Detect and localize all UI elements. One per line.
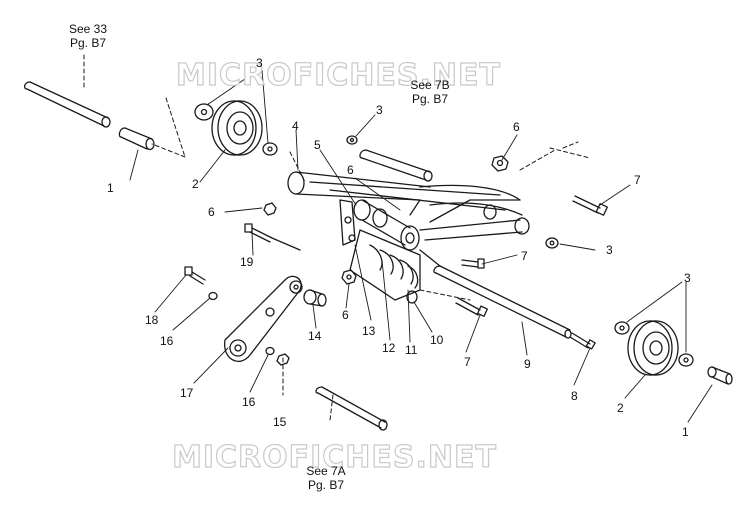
torsion-spring <box>349 229 421 304</box>
lower-arm <box>224 275 303 362</box>
sleeve-upper <box>359 149 433 182</box>
washer-16-lower <box>265 346 275 356</box>
spacer-right <box>707 366 733 385</box>
callout-label: 7 <box>521 249 528 263</box>
lower-shaft <box>315 386 388 431</box>
shaft-upper-left <box>23 81 111 128</box>
callout-label: 7 <box>634 173 641 187</box>
callout-label: 6 <box>342 308 349 322</box>
washer-left-2 <box>262 142 278 156</box>
callout-label: 3 <box>256 56 263 70</box>
callout-label: 18 <box>145 313 159 327</box>
bracket-center <box>339 199 356 246</box>
washer-16-upper <box>208 291 218 301</box>
reference-top-center-line1: See 7B <box>410 78 450 92</box>
bolt-8 <box>569 332 596 350</box>
callout-label: 1 <box>107 181 114 195</box>
reference-top-center: See 7B Pg. B7 <box>400 78 460 106</box>
callout-label: 4 <box>292 119 299 133</box>
bolt-7-mid <box>461 258 485 269</box>
callout-label: 17 <box>180 386 194 400</box>
callout-label: 3 <box>376 103 383 117</box>
callout-label: 6 <box>208 205 215 219</box>
bolt-7-lower <box>455 297 488 317</box>
callout-label: 1 <box>682 425 689 439</box>
nut-15 <box>276 353 290 366</box>
upper-link-right <box>419 199 530 241</box>
reference-top-left-line2: Pg. B7 <box>69 36 107 50</box>
callout-leaders <box>129 69 713 423</box>
callout-label: 11 <box>405 343 418 357</box>
callout-label: 16 <box>242 395 256 409</box>
leader-lines <box>83 54 591 421</box>
nut-6-center <box>341 269 357 285</box>
washer-3-right <box>545 237 559 249</box>
reference-top-left-line1: See 33 <box>68 22 108 36</box>
reference-bottom-line2: Pg. B7 <box>307 478 345 492</box>
watermark-bottom: MICROFICHES.NET <box>171 439 497 475</box>
nut-6-left <box>263 202 277 216</box>
washer-left <box>194 103 214 121</box>
callout-label: 5 <box>314 138 321 152</box>
washer-right-inner <box>678 353 694 367</box>
reference-top-left: See 33 Pg. B7 <box>58 22 118 50</box>
bolt-19 <box>244 223 301 251</box>
wheel-right <box>627 320 679 376</box>
callout-label: 14 <box>308 329 322 343</box>
callout-label: 12 <box>382 341 396 355</box>
callout-label: 3 <box>606 243 613 257</box>
callout-label: 9 <box>524 357 531 371</box>
washer-3-top <box>346 135 358 145</box>
callout-label: 6 <box>513 120 520 134</box>
callout-label: 2 <box>617 401 624 415</box>
callout-label: 7 <box>464 355 471 369</box>
callout-label: 19 <box>240 255 254 269</box>
washer-right-outer <box>614 321 630 335</box>
wheel-left <box>211 100 263 156</box>
reference-bottom-line1: See 7A <box>306 464 346 478</box>
callout-label: 8 <box>571 389 578 403</box>
callout-label: 3 <box>684 271 691 285</box>
reference-bottom: See 7A Pg. B7 <box>296 464 356 492</box>
bolt-18 <box>184 266 206 285</box>
callout-label: 13 <box>362 324 376 338</box>
rear-shaft <box>419 249 572 339</box>
watermark-top: MICROFICHES.NET <box>175 57 501 93</box>
callout-label: 16 <box>160 334 174 348</box>
callout-label: 6 <box>347 163 354 177</box>
reference-top-center-line2: Pg. B7 <box>411 92 449 106</box>
callout-label: 10 <box>430 333 444 347</box>
pivot-center <box>353 199 420 251</box>
bushing-14 <box>303 289 327 307</box>
nut-6-upper <box>491 155 509 172</box>
upper-arm <box>287 171 523 220</box>
callout-label: 2 <box>192 177 199 191</box>
bolt-7-upper <box>572 195 608 216</box>
spacer-upper-left <box>118 127 155 151</box>
callout-label: 15 <box>273 415 287 429</box>
